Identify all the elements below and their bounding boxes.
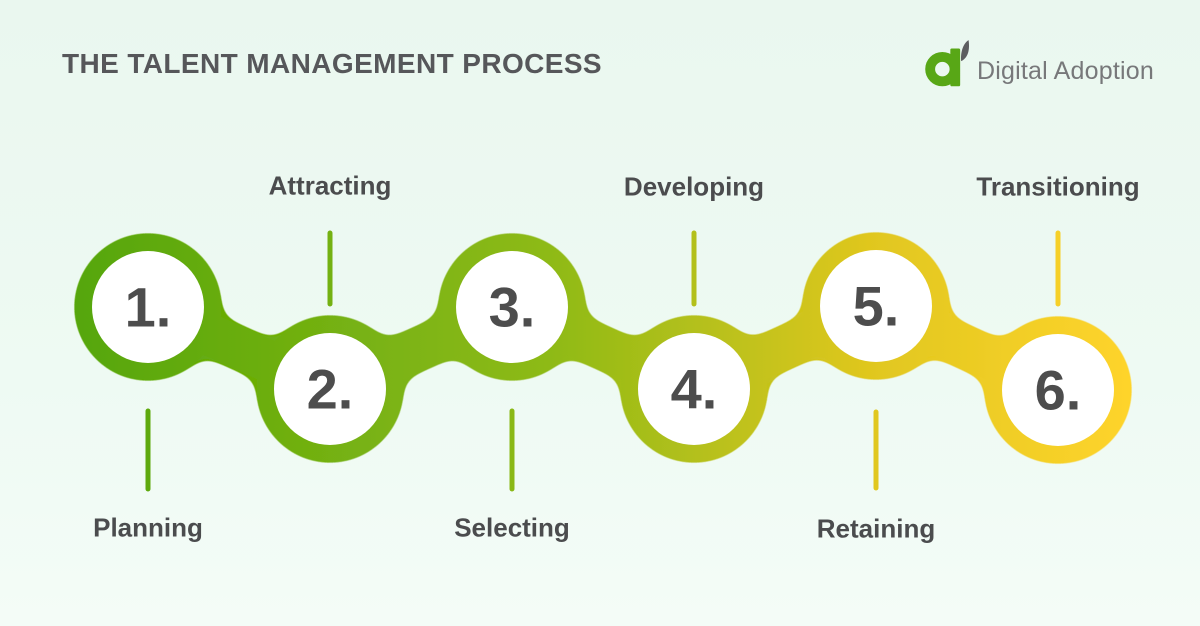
step-1-label: Planning — [93, 512, 203, 543]
step-3-number: 3. — [488, 275, 536, 339]
page-title: THE TALENT MANAGEMENT PROCESS — [62, 48, 602, 79]
step-3-inner-circle — [456, 251, 568, 363]
step-1-number: 1. — [124, 275, 172, 339]
label-tick-lines — [145, 230, 1061, 492]
step-5-number: 5. — [852, 274, 900, 338]
logo: Digital Adoption — [925, 40, 1154, 87]
step-4-number: 4. — [670, 357, 718, 421]
step-1-inner-circle — [92, 251, 204, 363]
logo-stem-shape — [950, 48, 961, 87]
digital-adoption-logo-icon — [925, 40, 970, 87]
logo-text: Digital Adoption — [977, 57, 1154, 85]
step-6-inner-circle — [1002, 334, 1114, 446]
step-3-label: Selecting — [454, 512, 570, 543]
logo-leaf-shape — [960, 40, 970, 62]
chain-blob-group — [75, 233, 1131, 463]
step-2-number: 2. — [306, 357, 354, 421]
step-6-number: 6. — [1034, 358, 1082, 422]
step-4-inner-circle — [638, 333, 750, 445]
step-6-label: Transitioning — [976, 171, 1140, 202]
step-5-label: Retaining — [816, 513, 936, 544]
step-4-label: Developing — [623, 171, 765, 202]
step-2-label: Attracting — [268, 170, 392, 201]
step-2-inner-circle — [274, 333, 386, 445]
step-5-inner-circle — [820, 250, 932, 362]
chain-inner-circles — [92, 250, 1114, 446]
